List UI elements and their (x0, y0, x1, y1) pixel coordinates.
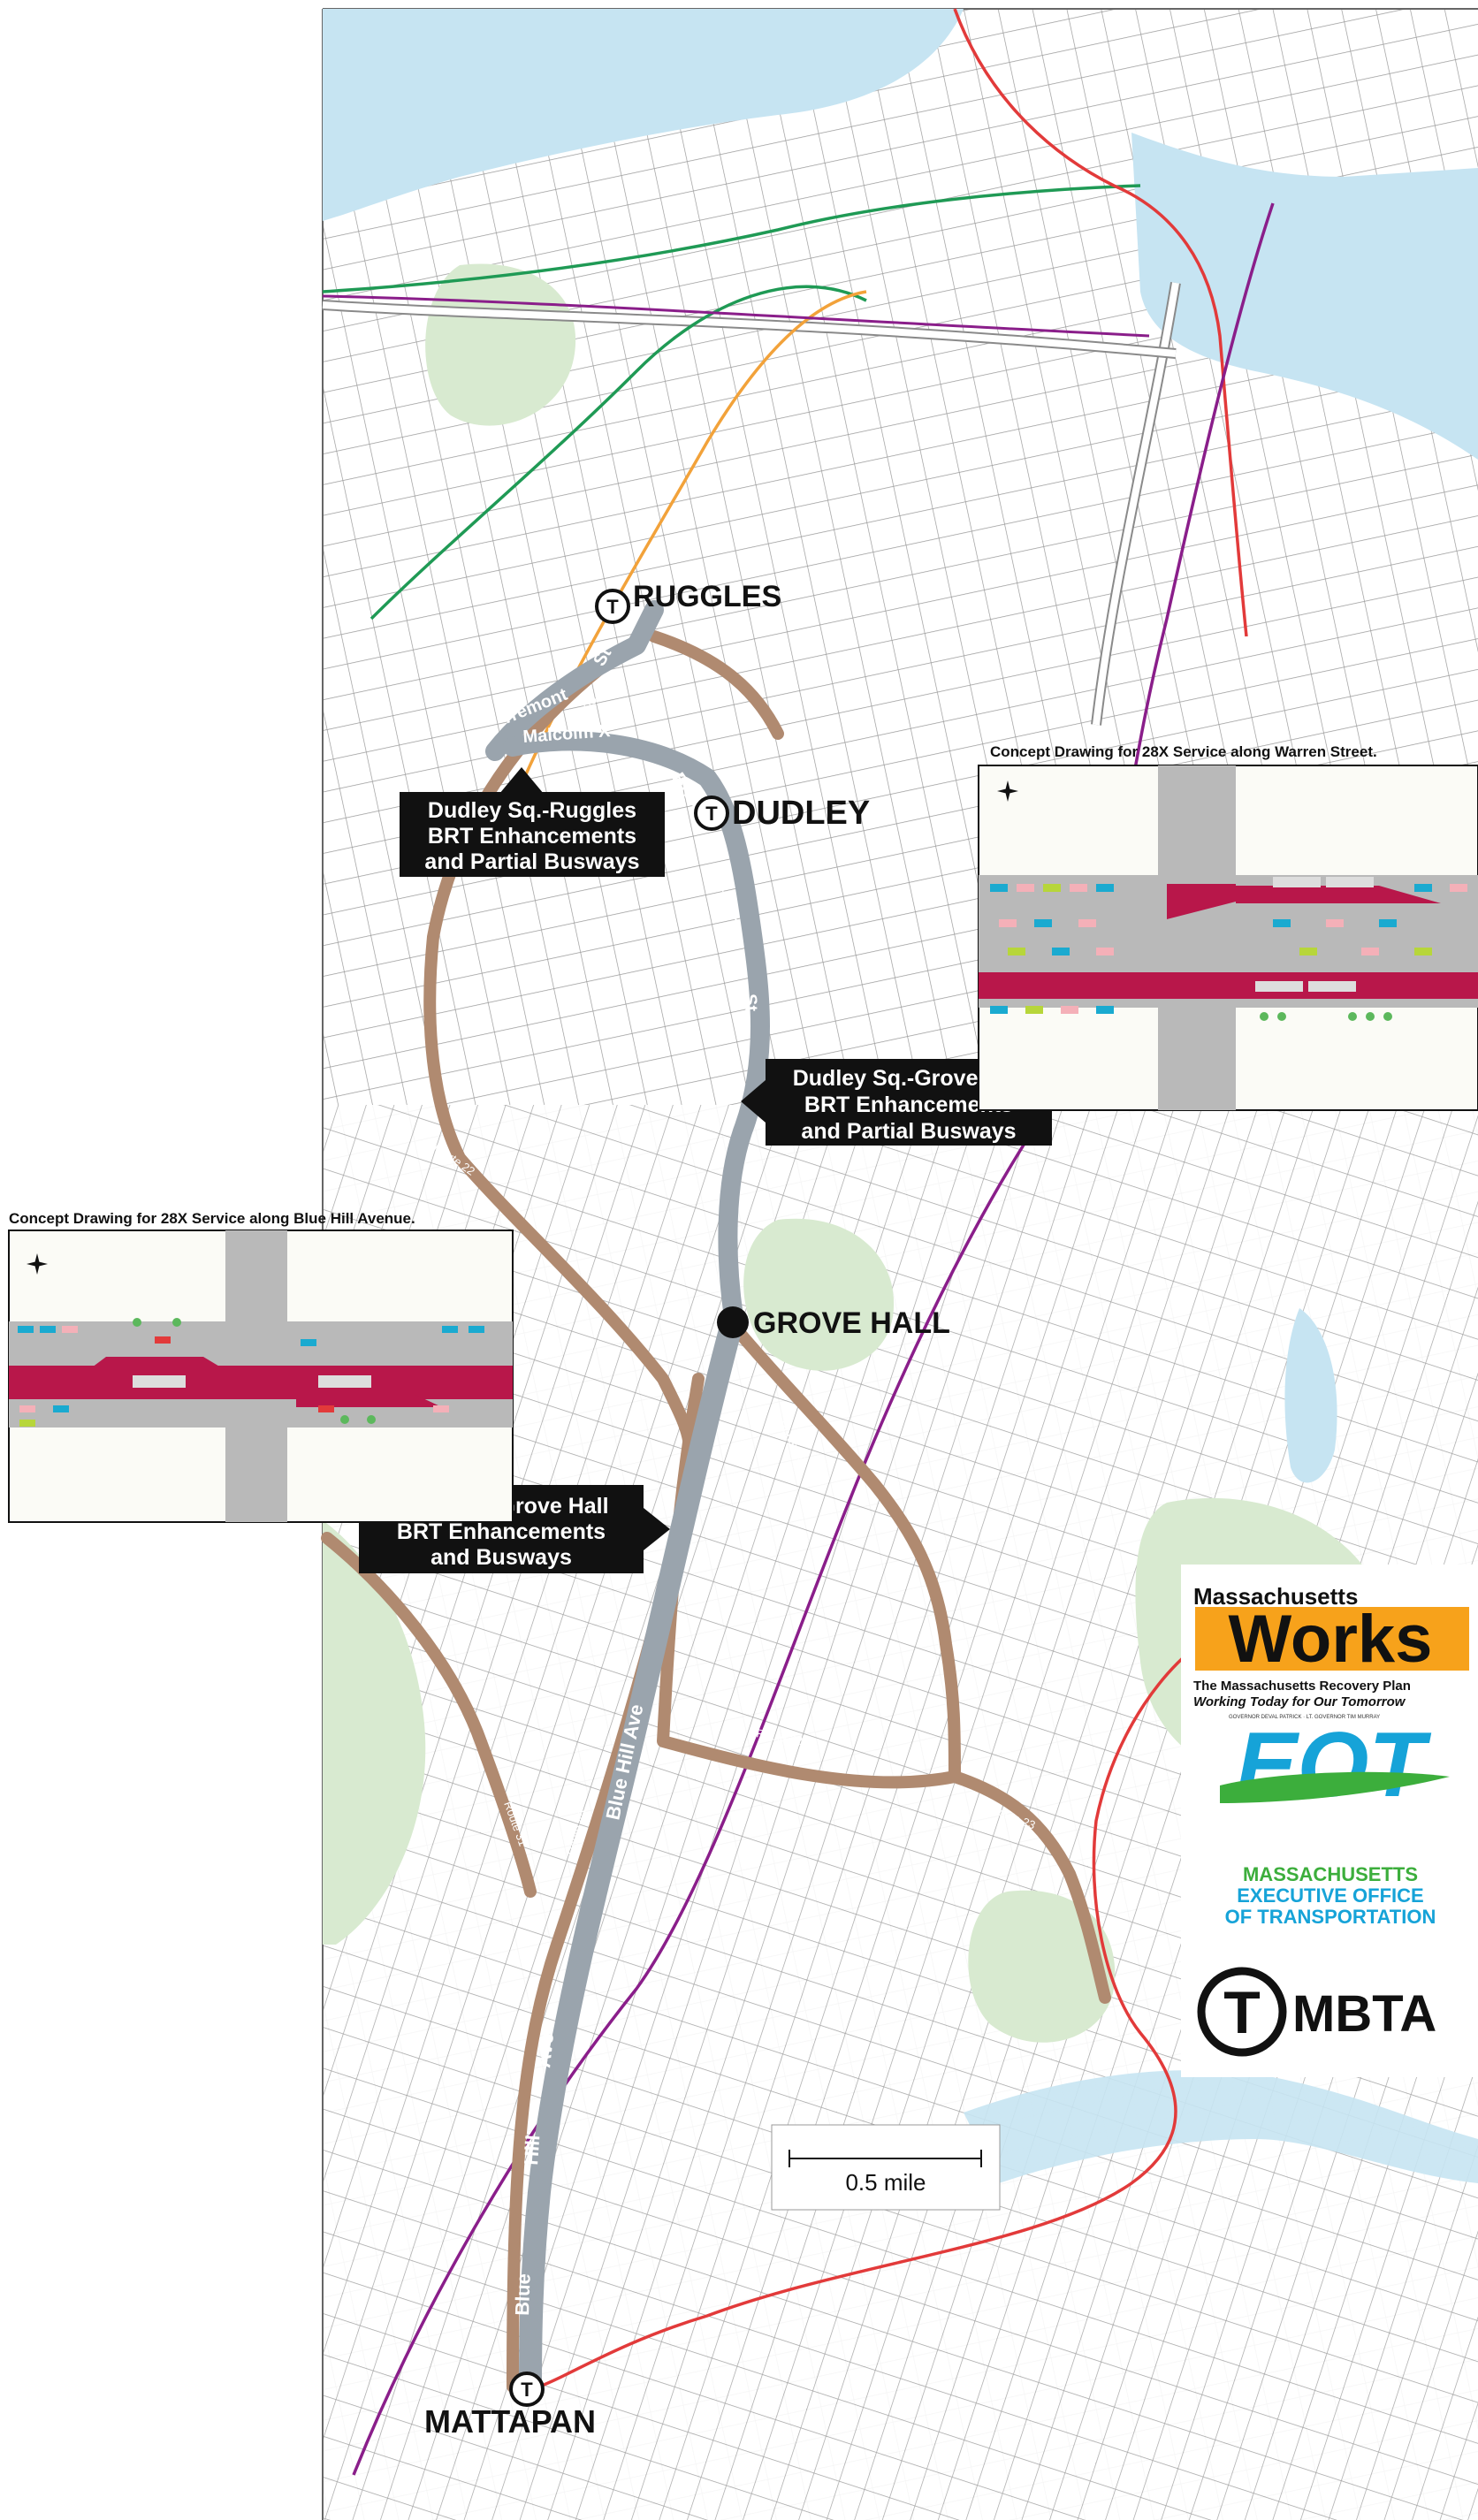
massworks-logo: Massachusetts Works The Massachusetts Re… (1193, 1583, 1469, 1720)
massworks-top: Massachusetts (1193, 1583, 1358, 1610)
station-label-grove-hall: GROVE HALL (753, 1306, 950, 1340)
station-mattapan[interactable]: T MATTAPAN (424, 2372, 596, 2440)
massworks-sub: Working Today for Our Tomorrow (1193, 1694, 1406, 1709)
svg-text:T: T (521, 2379, 533, 2401)
scale-bar-label: 0.5 mile (845, 2169, 926, 2196)
route-28x (485, 600, 770, 2398)
inset-blue-hill-title: Concept Drawing for 28X Service along Bl… (9, 1210, 415, 1227)
callout-dudley-ruggles: Dudley Sq.-Ruggles BRT Enhancements and … (400, 767, 665, 877)
callout-mattapan-line-2: BRT Enhancements (397, 1519, 606, 1544)
callout-ruggles-line-1: Dudley Sq.-Ruggles (428, 798, 636, 823)
svg-text:T: T (705, 803, 718, 825)
inset-warren-traffic (990, 877, 1467, 1021)
mbta-t-mark: T (1223, 1979, 1261, 2046)
massworks-fine: GOVERNOR DEVAL PATRICK · LT. GOVERNOR TI… (1229, 1715, 1380, 1720)
station-grove-hall[interactable]: GROVE HALL (717, 1306, 950, 1340)
station-label-ruggles: RUGGLES (633, 580, 781, 613)
callout-ruggles-line-3: and Partial Busways (424, 849, 639, 874)
street-label-warren-st: St (740, 994, 761, 1013)
station-dudley[interactable]: T DUDLEY (694, 795, 870, 832)
eot-logo: EOT MASSACHUSETTS EXECUTIVE OFFICE OF TR… (1220, 1714, 1450, 1928)
inset-blue-hill-avenue: Concept Drawing for 28X Service along Bl… (8, 1210, 514, 1523)
eot-line-1: MASSACHUSETTS (1243, 1863, 1418, 1885)
massworks-main: Works (1229, 1602, 1433, 1677)
inset-blue-hill-traffic (18, 1318, 484, 1427)
compass-icon (997, 780, 1018, 802)
street-label-blue: Blue (511, 2273, 535, 2317)
mbta-name: MBTA (1292, 1985, 1436, 2043)
massworks-tagline: The Massachusetts Recovery Plan (1193, 1679, 1411, 1694)
station-label-dudley: DUDLEY (732, 795, 870, 832)
rail-lines (322, 8, 1275, 2476)
callout-grove-hall-line-3: and Partial Busways (801, 1119, 1016, 1144)
svg-text:T: T (606, 596, 619, 618)
mbta-logo: T MBTA (1197, 1967, 1436, 2057)
eot-line-3: OF TRANSPORTATION (1225, 1906, 1436, 1928)
callout-mattapan-line-3: and Busways (430, 1545, 572, 1570)
highways (322, 282, 1181, 726)
inset-warren-street: Concept Drawing for 28X Service along Wa… (978, 743, 1478, 1111)
eot-line-2: EXECUTIVE OFFICE (1237, 1884, 1423, 1907)
street-label-ave: Ave (532, 2032, 558, 2069)
compass-icon (27, 1253, 48, 1275)
water-bodies (323, 9, 1478, 2183)
callout-ruggles-line-2: BRT Enhancements (428, 824, 636, 849)
station-label-mattapan: MATTAPAN (424, 2403, 596, 2440)
station-ruggles[interactable]: T RUGGLES (595, 580, 781, 624)
street-label-hill: Hill (520, 2134, 544, 2166)
scale-bar: 0.5 mile (771, 2124, 1001, 2211)
inset-warren-title: Concept Drawing for 28X Service along Wa… (990, 743, 1377, 760)
